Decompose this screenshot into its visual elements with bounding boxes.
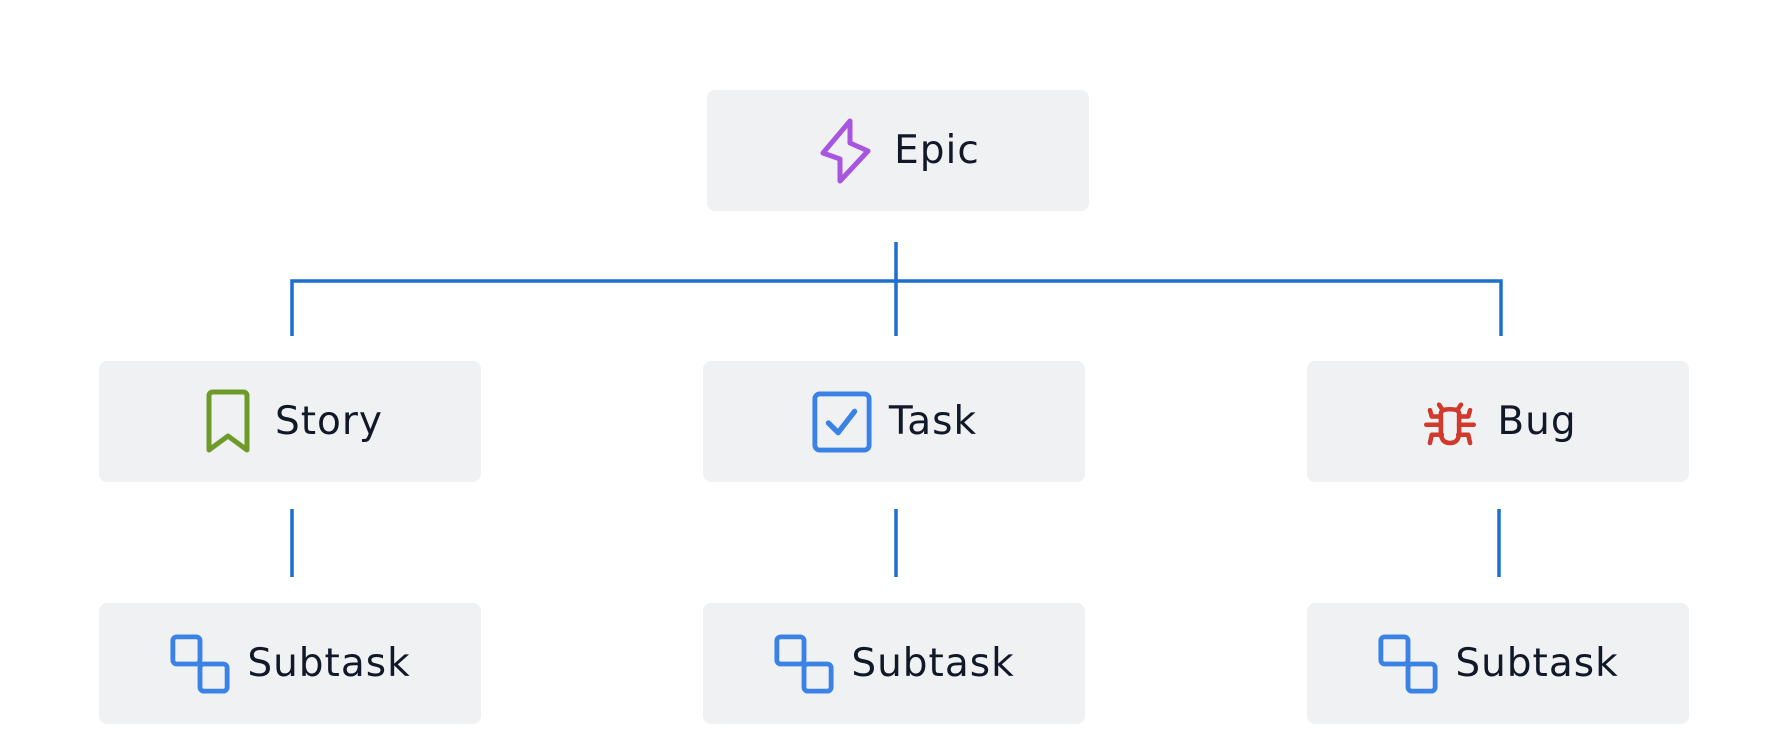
subtask-icon: [773, 629, 835, 699]
bug-icon: [1419, 387, 1481, 457]
connector-horizontal-bar: [290, 279, 1503, 336]
node-label: Subtask: [1455, 641, 1619, 686]
node-label: Story: [274, 399, 384, 444]
checkbox-icon: [811, 387, 873, 457]
subtask-icon: [1377, 629, 1439, 699]
node-subtask[interactable]: Subtask: [703, 603, 1085, 724]
node-label: Epic: [894, 128, 980, 173]
node-label: Task: [888, 399, 978, 444]
bookmark-icon: [197, 387, 259, 457]
node-bug[interactable]: Bug: [1307, 361, 1689, 482]
node-label: Bug: [1497, 399, 1577, 444]
node-label: Subtask: [851, 641, 1015, 686]
node-task[interactable]: Task: [703, 361, 1085, 482]
subtask-icon: [169, 629, 231, 699]
node-epic[interactable]: Epic: [707, 90, 1089, 211]
node-label: Subtask: [247, 641, 411, 686]
node-story[interactable]: Story: [99, 361, 481, 482]
node-subtask[interactable]: Subtask: [1307, 603, 1689, 724]
lightning-icon: [816, 116, 878, 186]
node-subtask[interactable]: Subtask: [99, 603, 481, 724]
